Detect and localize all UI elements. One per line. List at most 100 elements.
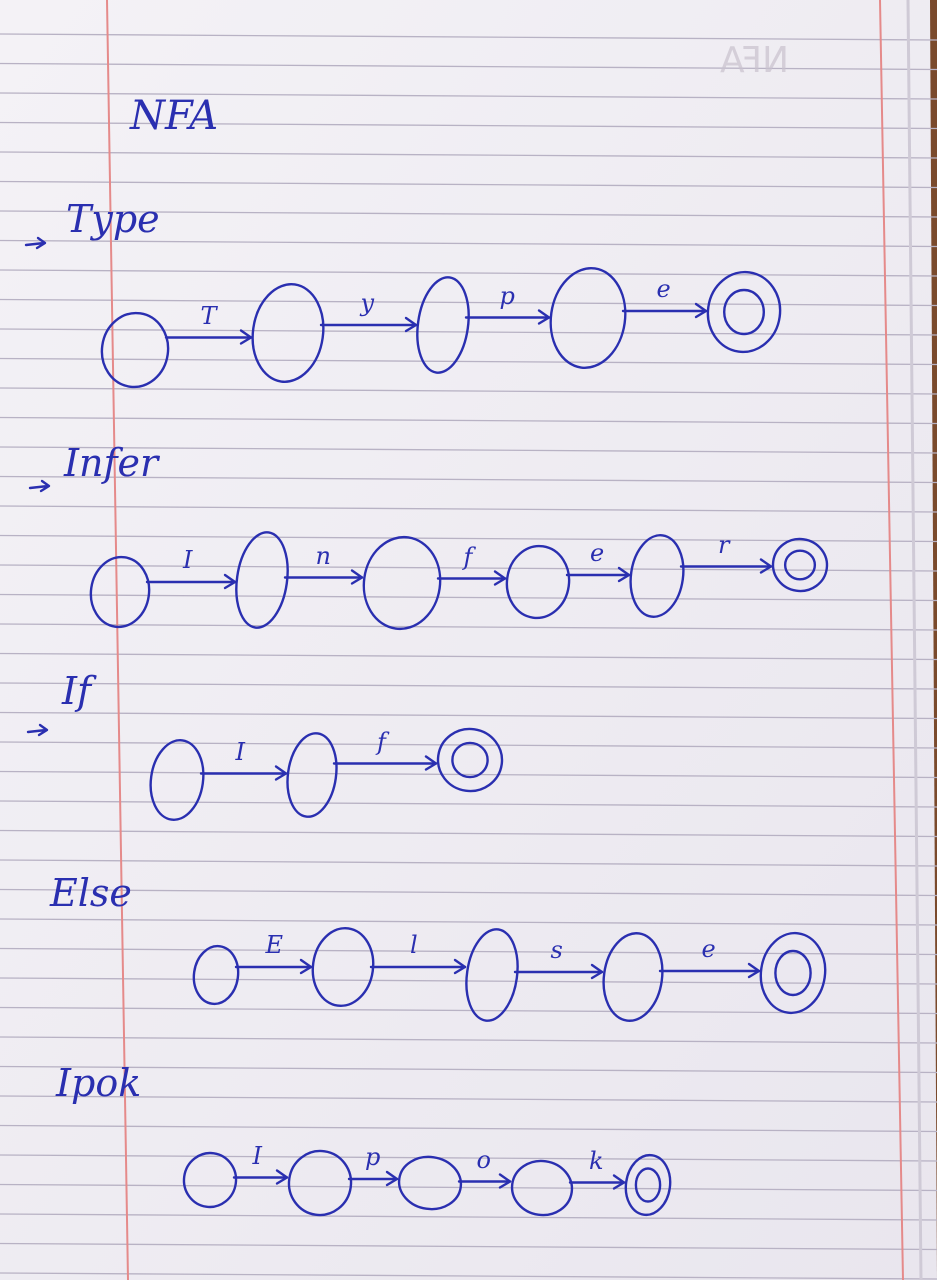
ruled-line	[0, 1242, 937, 1251]
ruled-line	[0, 888, 937, 897]
transition-symbol-else-1: l	[410, 931, 418, 959]
transition-arrowhead-infer-2	[493, 570, 507, 586]
transition-arrowhead-else-0	[299, 958, 313, 975]
transition-arrowhead-else-2	[590, 963, 604, 980]
ruled-line	[0, 328, 937, 336]
ruled-line	[0, 1036, 937, 1044]
state-else-2	[465, 928, 519, 1022]
final-state-inner-ipok	[634, 1167, 662, 1203]
state-infer-3	[505, 544, 571, 620]
state-else-1	[311, 926, 375, 1008]
ruled-line	[0, 151, 937, 159]
final-state-infer	[771, 537, 829, 593]
ruled-line	[0, 1183, 937, 1192]
left-margin-rule	[106, 0, 129, 1280]
section-label-infer: Infer	[64, 441, 159, 485]
right-margin-rule	[879, 0, 904, 1280]
ruled-line	[0, 446, 937, 454]
ruled-line	[0, 564, 937, 572]
ruled-line	[0, 859, 937, 867]
transition-symbol-type-2: p	[499, 281, 515, 310]
state-type-1	[251, 283, 325, 383]
ruled-line	[0, 534, 937, 543]
transition-arrowhead-type-2	[537, 309, 551, 325]
transition-arrowhead-type-3	[694, 302, 708, 319]
ruled-line	[0, 505, 937, 513]
state-else-0	[192, 944, 240, 1006]
section-label-type: Type	[66, 197, 160, 241]
final-state-inner-else	[774, 949, 812, 997]
ruled-line	[0, 121, 937, 130]
ruled-line	[0, 475, 937, 484]
ruled-line	[0, 1272, 937, 1280]
transition-symbol-if-1: f	[377, 727, 386, 756]
ruled-line	[0, 416, 937, 425]
state-infer-1	[235, 531, 289, 629]
section-label-else: Else	[50, 871, 132, 915]
ruled-line	[0, 741, 937, 749]
final-state-ipok	[624, 1153, 672, 1217]
transition-arrowhead-else-1	[453, 958, 467, 975]
ruled-line	[0, 1065, 937, 1074]
transition-arrowhead-else-3	[747, 962, 761, 979]
start-arrow-infer	[28, 479, 51, 493]
transition-symbol-ipok-3: k	[589, 1146, 604, 1175]
ruled-line	[0, 357, 937, 366]
state-type-0	[100, 311, 170, 389]
state-infer-2	[362, 535, 442, 631]
transition-arrowhead-if-0	[274, 765, 288, 781]
ruled-line	[0, 593, 937, 602]
transition-symbol-infer-0: I	[183, 546, 193, 574]
transition-symbol-else-3: e	[701, 935, 716, 963]
transition-arrowhead-type-0	[239, 329, 253, 345]
final-state-type	[706, 270, 782, 354]
final-state-inner-if	[451, 741, 489, 779]
transition-symbol-type-1: y	[360, 289, 375, 317]
transition-symbol-type-0: T	[200, 301, 217, 330]
state-infer-4	[629, 534, 685, 618]
transition-arrowhead-infer-1	[350, 569, 364, 585]
nfa-diagrams	[24, 236, 829, 1217]
state-type-3	[549, 267, 627, 369]
page-edge	[906, 0, 923, 1280]
ruled-line	[0, 92, 937, 100]
final-state-inner-type	[723, 288, 766, 336]
final-state-inner-infer	[783, 549, 817, 581]
ruled-line	[0, 711, 937, 720]
ruled-line	[0, 1213, 937, 1221]
transition-symbol-infer-3: e	[590, 539, 605, 567]
transition-symbol-else-0: E	[265, 931, 284, 959]
ruled-line	[0, 947, 937, 956]
transition-arrowhead-infer-0	[223, 573, 237, 590]
ruled-line	[0, 210, 937, 218]
transition-arrowhead-ipok-1	[385, 1170, 399, 1187]
ruled-line	[0, 1124, 937, 1133]
ruled-line	[0, 918, 937, 926]
state-if-0	[149, 739, 205, 821]
final-state-else	[759, 931, 827, 1015]
bleed-through-text: NFA	[720, 40, 789, 81]
transition-symbol-infer-4: r	[718, 530, 730, 559]
transition-arrowhead-infer-3	[617, 566, 631, 583]
ruled-line	[0, 800, 937, 808]
transition-symbol-infer-2: f	[463, 542, 473, 571]
transition-arrowhead-ipok-3	[612, 1174, 626, 1190]
state-if-1	[286, 732, 338, 818]
page-title: NFA	[130, 93, 219, 139]
state-ipok-2	[397, 1155, 463, 1211]
state-ipok-1	[287, 1149, 353, 1217]
ruled-line	[0, 269, 937, 277]
ruled-line	[0, 1154, 937, 1162]
transition-symbol-ipok-2: o	[476, 1145, 491, 1174]
transition-arrowhead-ipok-2	[498, 1173, 512, 1189]
transition-symbol-infer-1: n	[315, 541, 331, 570]
transition-arrowhead-infer-4	[759, 558, 773, 574]
ruled-line	[0, 977, 937, 985]
state-infer-0	[89, 555, 151, 629]
ruled-line	[0, 623, 937, 631]
state-type-2	[416, 276, 470, 374]
section-label-ipok: Ipok	[56, 1061, 142, 1105]
transition-arrowhead-ipok-0	[275, 1169, 289, 1185]
